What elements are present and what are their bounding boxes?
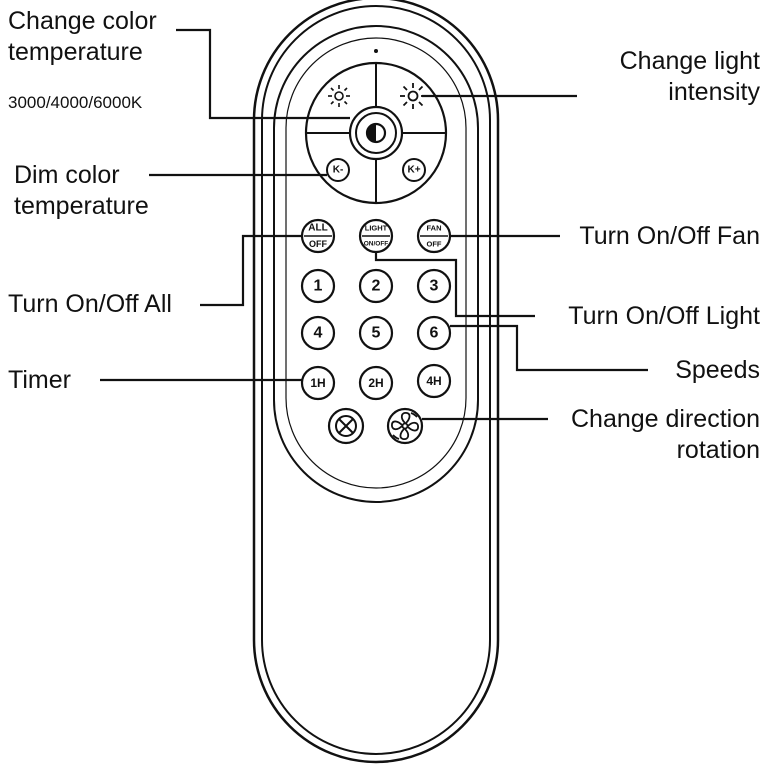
all-off-top-label: ALL <box>308 223 327 234</box>
label-turn-onoff-fan: Turn On/Off Fan <box>579 222 760 250</box>
remote-body <box>252 0 500 764</box>
timer-1h-label: 1H <box>310 376 325 390</box>
label-change-direction-line1: Change direction <box>570 405 760 433</box>
speed-3-label: 3 <box>430 278 439 295</box>
label-color-temperature-values: 3000/4000/6000K <box>8 93 143 112</box>
remote-inner-shell <box>261 5 491 755</box>
speed-button-1[interactable]: 1 <box>300 268 336 304</box>
label-turn-onoff-all: Turn On/Off All <box>8 290 172 318</box>
speed-4-label: 4 <box>314 325 323 342</box>
button-panel-inner-outline <box>285 37 467 489</box>
fan-top-label: FAN <box>427 224 442 233</box>
dpad <box>304 61 448 205</box>
label-speeds: Speeds <box>675 356 760 384</box>
light-bottom-label: ON/OFF <box>364 241 389 248</box>
bright-sun-icon <box>407 90 419 102</box>
light-top-label: LIGHT <box>365 224 388 233</box>
k-plus-button[interactable]: K+ <box>402 158 426 182</box>
fan-rotation-icon <box>391 412 419 440</box>
x-circle-icon <box>335 415 357 437</box>
all-off-bottom-label: OFF <box>309 239 327 249</box>
timer-2h-label: 2H <box>368 376 383 390</box>
speed-2-label: 2 <box>372 278 381 295</box>
label-timer: Timer <box>8 366 71 394</box>
leader-turn-onoff-all <box>200 234 302 307</box>
k-plus-label: K+ <box>407 165 420 176</box>
timer-2h-button[interactable]: 2H <box>358 365 394 401</box>
label-change-color-temperature: Change color temperature <box>8 6 178 68</box>
fan-bottom-label: OFF <box>427 240 442 249</box>
timer-1h-button[interactable]: 1H <box>300 365 336 401</box>
leader-lines <box>100 28 648 421</box>
speed-1-label: 1 <box>314 278 323 295</box>
speed-button-5[interactable]: 5 <box>358 315 394 351</box>
label-turn-onoff-light: Turn On/Off Light <box>568 302 760 330</box>
label-change-light-intensity: Change light intensity <box>620 46 760 108</box>
speed-button-2[interactable]: 2 <box>358 268 394 304</box>
label-change-color-line1: Change color <box>8 7 157 35</box>
label-change-color-line2: temperature <box>8 38 143 66</box>
speed-button-6[interactable]: 6 <box>416 315 452 351</box>
color-temperature-button[interactable] <box>348 105 404 161</box>
speed-5-label: 5 <box>372 325 381 342</box>
indicator-led <box>374 49 378 53</box>
k-minus-button[interactable]: K- <box>326 158 350 182</box>
fan-off-button[interactable]: FAN OFF <box>416 218 452 254</box>
k-minus-label: K- <box>333 165 344 176</box>
label-dim-color-temperature: Dim color temperature <box>14 160 164 222</box>
label-change-direction-line2: rotation <box>676 436 760 464</box>
leader-turn-onoff-light <box>374 252 535 318</box>
label-light-intensity-line1: Change light <box>619 47 760 75</box>
timer-4h-label: 4H <box>426 374 441 388</box>
cancel-button[interactable] <box>327 407 365 445</box>
label-dim-color-line2: temperature <box>14 192 149 220</box>
leader-speeds <box>450 324 648 372</box>
timer-4h-button[interactable]: 4H <box>416 363 452 399</box>
label-dim-color-line1: Dim color <box>14 161 120 189</box>
fan-direction-button[interactable] <box>386 407 424 445</box>
button-panel-outline <box>273 25 479 503</box>
brightness-down-button[interactable] <box>328 85 350 107</box>
speed-button-4[interactable]: 4 <box>300 315 336 351</box>
label-change-direction: Change direction rotation <box>571 404 760 466</box>
leader-change-color-temperature <box>176 28 350 120</box>
all-off-button[interactable]: ALL OFF <box>300 218 336 254</box>
remote-outer-shell <box>252 0 500 764</box>
light-onoff-button[interactable]: LIGHT ON/OFF <box>358 218 394 254</box>
dim-sun-icon <box>334 91 344 101</box>
label-light-intensity-line2: intensity <box>668 78 760 106</box>
speed-button-3[interactable]: 3 <box>416 268 452 304</box>
speed-6-label: 6 <box>430 325 439 342</box>
